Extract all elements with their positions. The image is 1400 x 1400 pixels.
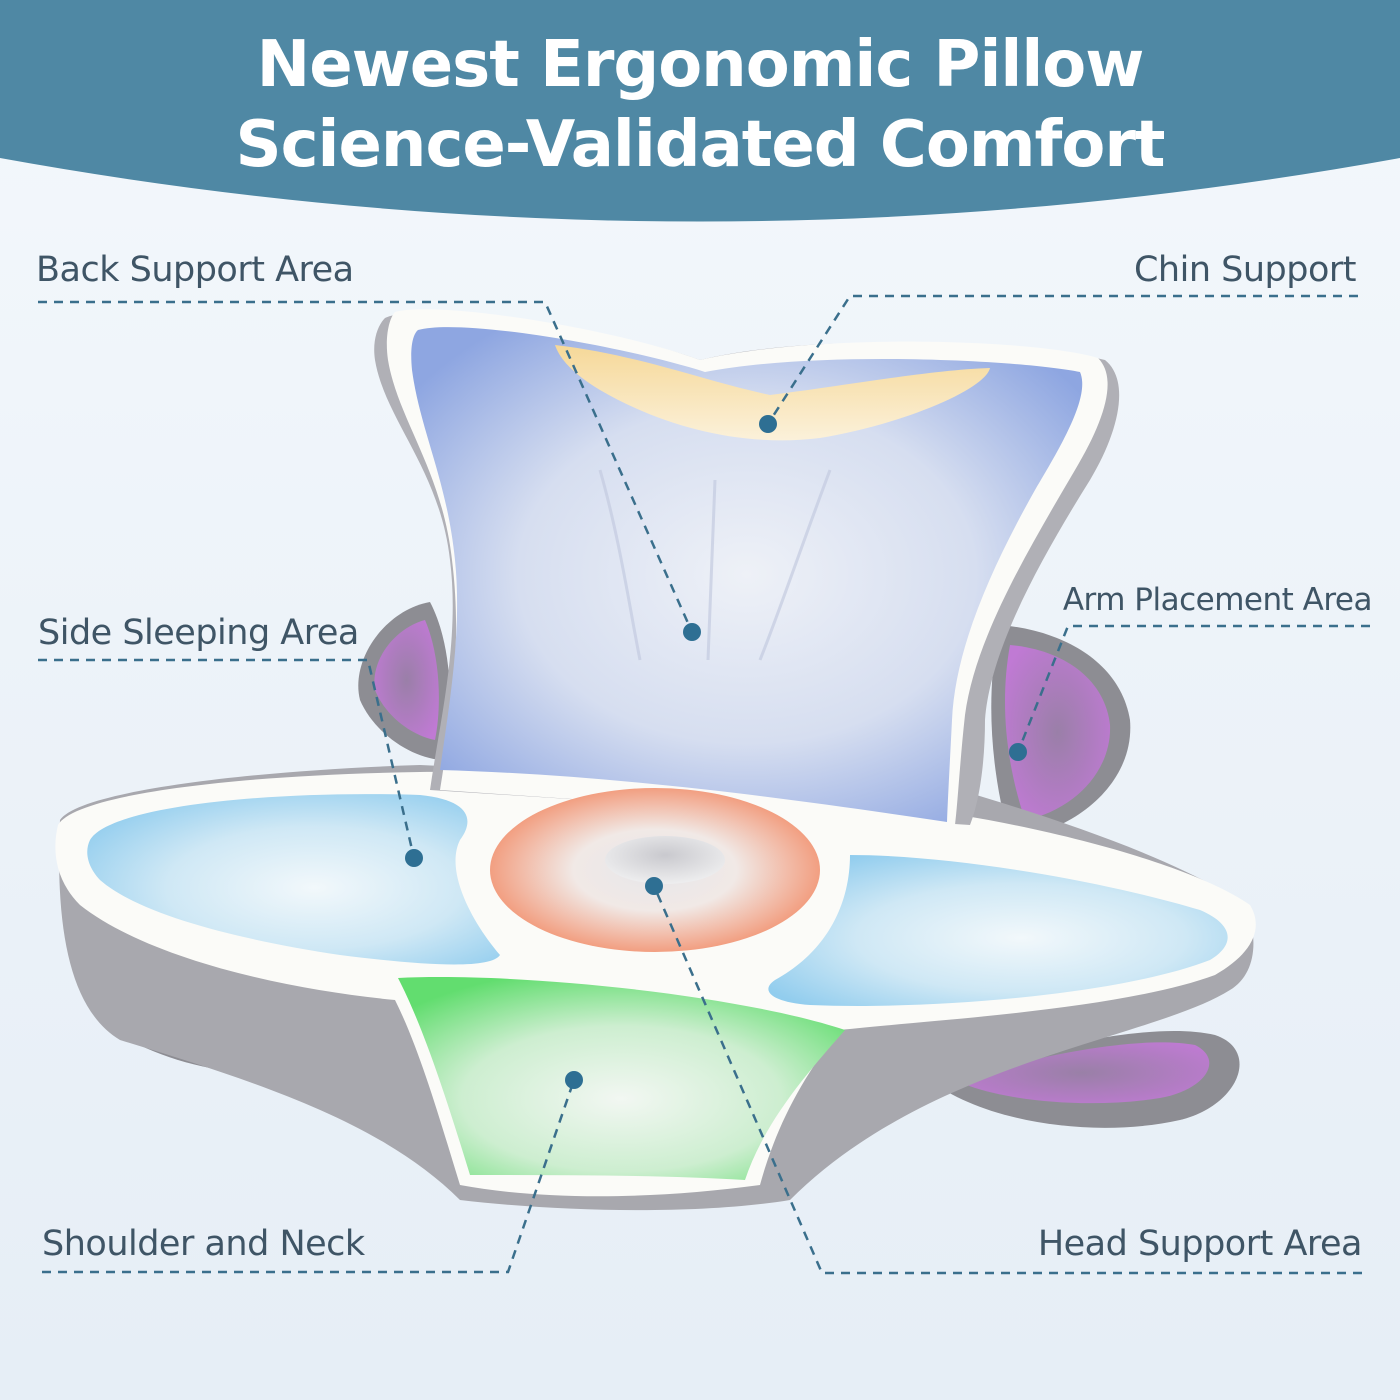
left-wing-purple xyxy=(374,620,439,740)
leader-shoulder-neck xyxy=(42,1079,576,1274)
label-side-sleeping: Side Sleeping Area xyxy=(38,613,359,653)
label-arm-placement: Arm Placement Area xyxy=(1062,582,1373,618)
leader-back-support xyxy=(38,300,694,633)
head-support-hole xyxy=(605,836,725,884)
leader-arm-placement xyxy=(1016,624,1370,753)
dot-back-support xyxy=(683,623,701,641)
label-shoulder-neck: Shoulder and Neck xyxy=(42,1224,365,1264)
title-line-2: Science-Validated Comfort xyxy=(235,108,1166,182)
dot-arm-placement xyxy=(1009,743,1027,761)
right-wing-purple xyxy=(1005,645,1111,820)
chin-support-zone xyxy=(555,345,990,441)
back-crease-left xyxy=(598,469,642,661)
pillow-body xyxy=(55,309,1256,1211)
title-line-1: Newest Ergonomic Pillow xyxy=(256,28,1145,102)
leader-head-support xyxy=(652,885,1362,1275)
side-sleeping-right-zone xyxy=(768,855,1228,1006)
back-crease-mid xyxy=(706,479,717,661)
dot-chin-support xyxy=(759,415,777,433)
dot-head-support xyxy=(645,877,663,895)
leader-side-sleeping xyxy=(38,658,416,859)
callout-dots xyxy=(405,415,1027,1089)
leader-chin-support xyxy=(766,294,1358,425)
label-head-support: Head Support Area xyxy=(1037,1224,1363,1264)
lower-right-petal-inner xyxy=(955,1042,1210,1104)
label-chin-support: Chin Support xyxy=(1133,250,1357,290)
leader-lines xyxy=(38,294,1370,1275)
back-support-zone xyxy=(411,327,1083,822)
label-back-support: Back Support Area xyxy=(36,250,354,290)
back-crease-right xyxy=(758,469,832,661)
header-band xyxy=(0,0,1400,222)
shoulder-neck-zone xyxy=(398,977,845,1180)
dot-side-sleeping xyxy=(405,849,423,867)
side-sleeping-left-zone xyxy=(87,794,501,965)
dot-shoulder-neck xyxy=(565,1071,583,1089)
